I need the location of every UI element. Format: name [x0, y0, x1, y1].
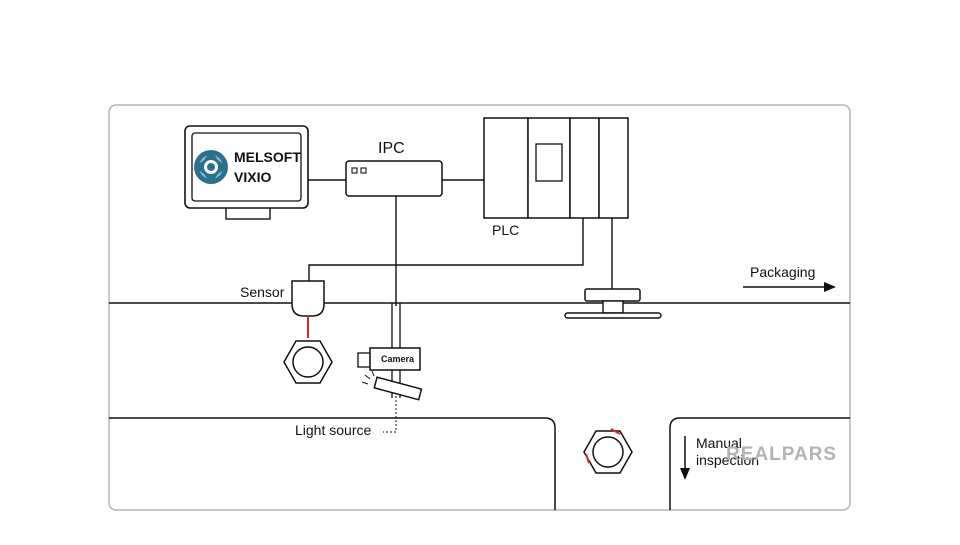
plc-label: PLC	[492, 222, 519, 238]
software-name-line1: MELSOFT	[234, 149, 301, 165]
rejected-nut	[583, 428, 633, 474]
defect-mark	[585, 453, 590, 464]
manual-inspection-label-line1: Manual	[696, 435, 742, 451]
monitor-screen	[191, 132, 302, 202]
light-source-label: Light source	[295, 422, 371, 438]
plc-display	[535, 143, 563, 182]
packaging-label: Packaging	[750, 264, 815, 280]
ipc-label: IPC	[378, 140, 405, 157]
sensor-body	[291, 280, 325, 317]
product-nut	[283, 340, 333, 384]
software-name-line2: VIXIO	[234, 169, 271, 185]
manual-inspection-arrow-icon	[680, 436, 690, 480]
camera-label: Camera	[381, 354, 415, 364]
monitor: MELSOFT VIXIO	[184, 125, 309, 220]
plc-module	[598, 117, 629, 219]
sensor: Sensor	[240, 280, 325, 338]
conveyor-bottom-edge	[109, 417, 556, 510]
plc-sensor-cable	[308, 218, 584, 281]
watermark-logo: REALPARS	[726, 444, 837, 465]
monitor-stand	[225, 206, 271, 220]
reject-lane-edge	[669, 417, 850, 510]
manual-inspection-label-line2: inspection	[696, 452, 759, 468]
melsoft-logo-icon	[194, 150, 228, 184]
camera-body	[369, 347, 421, 371]
ipc-box	[345, 160, 443, 197]
ipc: IPC	[345, 140, 443, 197]
ipc-led-icon	[351, 167, 358, 174]
reject-actuator	[564, 288, 662, 319]
plc-module	[569, 117, 600, 219]
diagram-frame	[108, 104, 851, 511]
defect-mark	[610, 428, 621, 435]
plc: PLC	[483, 117, 629, 238]
camera-lens	[357, 352, 371, 368]
sensor-label: Sensor	[240, 284, 285, 300]
light-source: Light source	[295, 370, 423, 438]
light-rays-icon	[361, 370, 375, 385]
plc-module	[483, 117, 529, 219]
packaging-arrow-icon	[743, 282, 836, 292]
ipc-led-icon	[360, 167, 367, 174]
camera: Camera	[357, 347, 421, 371]
light-source-body	[373, 376, 423, 401]
